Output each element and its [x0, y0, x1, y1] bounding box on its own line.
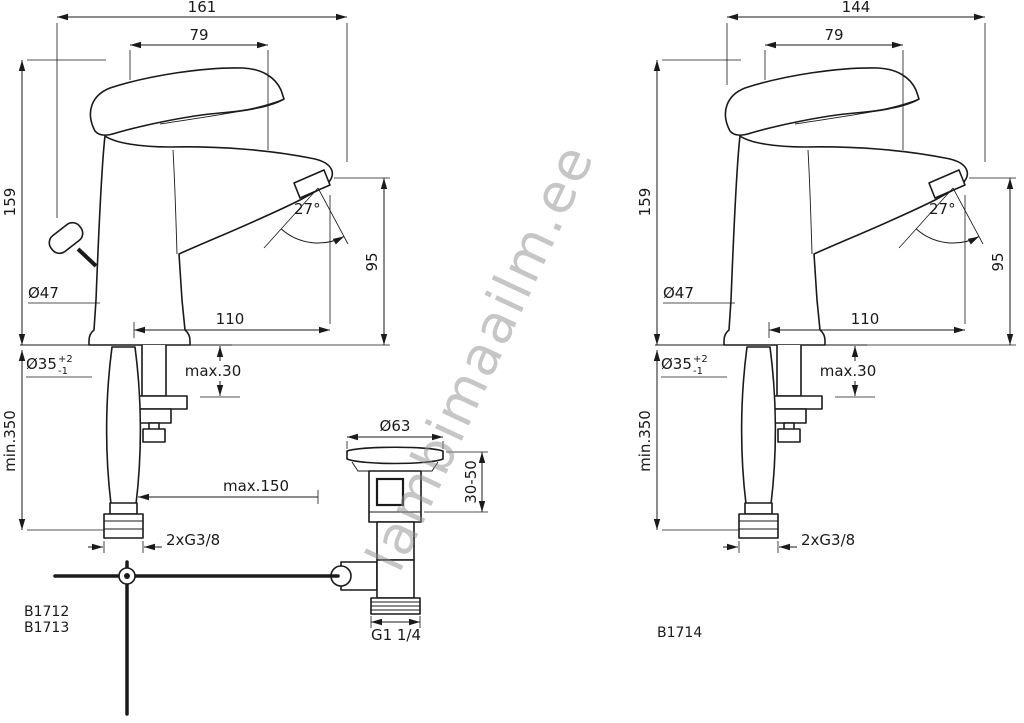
pull-rod	[53, 560, 340, 716]
dim-spout-height-right: 95	[989, 252, 1007, 271]
right-dimensions: 144 79 159 min.350 Ø47 Ø35 +2 -1 110	[636, 0, 1016, 553]
product-code-b1712: B1712	[24, 604, 69, 620]
waste-window	[375, 477, 405, 507]
dim-spout-reach-right: 110	[851, 310, 880, 328]
faucet-left	[88, 67, 334, 539]
dim-hole-diameter-right: Ø35	[661, 355, 692, 373]
dim-height-left: 159	[1, 188, 19, 217]
dim-rod-length-left: max.150	[223, 477, 289, 495]
dim-waste-thread: G1 1/4	[371, 626, 421, 644]
dim-hole-tol-minus-right: -1	[693, 366, 703, 377]
pop-up-knob	[48, 221, 98, 268]
faucet-right	[723, 67, 969, 539]
dim-overall-width-right: 144	[842, 0, 871, 16]
dim-spout-offset-left: 79	[189, 26, 208, 44]
dim-connection-left: 2xG3/8	[166, 531, 220, 549]
dim-spout-reach-left: 110	[216, 310, 245, 328]
waste-plug-flange	[346, 446, 444, 465]
dim-overall-width-left: 161	[188, 0, 217, 16]
left-view: 161 79 159 min.350 Ø47 Ø35 +2 -1 110	[1, 0, 488, 716]
dim-hole-tol-plus-left: +2	[58, 354, 73, 365]
watermark-text: lambimaailm.ee	[354, 134, 607, 580]
dim-angle-right: 27°	[929, 200, 956, 218]
dim-hose-length-right: min.350	[636, 410, 654, 472]
dim-deck-thickness-left: max.30	[185, 362, 242, 380]
dim-body-diameter-left: Ø47	[28, 284, 59, 302]
dim-spout-height-left: 95	[363, 252, 381, 271]
right-view: 144 79 159 min.350 Ø47 Ø35 +2 -1 110	[636, 0, 1016, 641]
dim-body-diameter-right: Ø47	[663, 284, 694, 302]
dim-adjust-range: 30-50	[462, 460, 480, 504]
dim-angle-left: 27°	[294, 200, 321, 218]
left-dimensions: 161 79 159 min.350 Ø47 Ø35 +2 -1 110	[1, 0, 488, 644]
dim-spout-offset-right: 79	[824, 26, 843, 44]
product-code-b1713: B1713	[24, 620, 69, 636]
dim-hole-tol-minus-left: -1	[58, 366, 68, 377]
dim-hose-length-left: min.350	[1, 410, 19, 472]
waste-tail-upper	[376, 521, 415, 561]
dim-connection-right: 2xG3/8	[801, 531, 855, 549]
product-code-b1714: B1714	[657, 625, 702, 641]
dim-hole-diameter-left: Ø35	[26, 355, 57, 373]
dim-height-right: 159	[636, 188, 654, 217]
drain-assembly	[330, 446, 444, 615]
dim-hole-tol-plus-right: +2	[693, 354, 708, 365]
dim-flange-diameter: Ø63	[380, 417, 411, 435]
dim-deck-thickness-right: max.30	[820, 362, 877, 380]
